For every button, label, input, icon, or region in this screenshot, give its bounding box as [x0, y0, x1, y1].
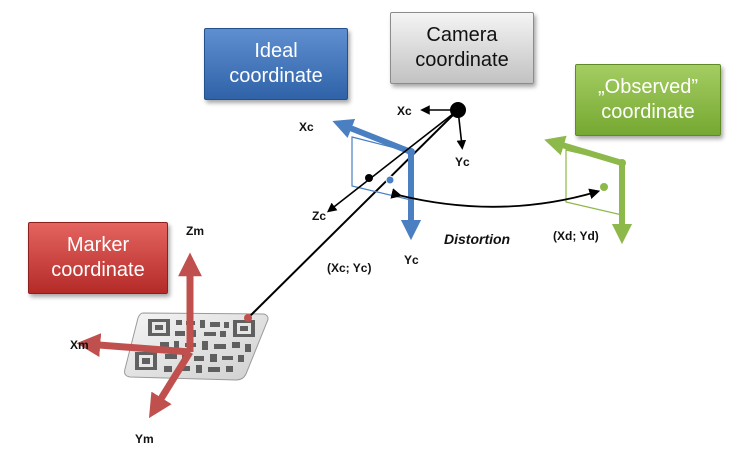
- observed-box-line1: „Observed”: [597, 76, 699, 98]
- ym-label: Ym: [135, 432, 154, 446]
- marker-xm-axis: [76, 333, 191, 357]
- marker-box-line2: coordinate: [51, 259, 145, 281]
- camera-coordinate-box: Camera coordinate: [390, 12, 534, 84]
- camera-box-line2: coordinate: [415, 49, 509, 71]
- principal-point: [365, 174, 373, 182]
- marker-origin-point: [244, 314, 252, 322]
- marker-box-line1: Marker: [66, 234, 130, 256]
- observed-x-axis: [544, 135, 623, 166]
- ideal-box-line2: coordinate: [229, 65, 323, 87]
- xc-yc-point-label: (Xc; Yc): [327, 261, 371, 275]
- camera-center-point: [450, 102, 466, 118]
- camera-frame: [326, 102, 467, 213]
- xm-label: Xm: [70, 338, 89, 352]
- ideal-yc-label: Yc: [404, 253, 419, 267]
- observed-point-xd-yd: [600, 183, 608, 191]
- camera-zc-axis: [326, 109, 459, 213]
- distortion-arrow: [390, 188, 601, 208]
- ideal-xc-axis: [332, 119, 413, 155]
- ideal-coordinate-box: Ideal coordinate: [204, 28, 348, 100]
- observed-frame: [544, 135, 633, 245]
- ideal-origin-point: [407, 148, 415, 156]
- xd-yd-point-label: (Xd; Yd): [553, 229, 599, 243]
- marker-axes: [76, 252, 202, 419]
- observed-origin-point: [618, 159, 626, 167]
- zm-label: Zm: [186, 224, 204, 238]
- marker-coordinate-box: Marker coordinate: [28, 222, 168, 294]
- camera-box-line1: Camera: [426, 24, 498, 46]
- marker-ym-axis: [148, 350, 193, 419]
- zc-label: Zc: [312, 209, 326, 223]
- observed-box-line2: coordinate: [601, 101, 695, 123]
- observed-coordinate-box: „Observed” coordinate: [575, 64, 721, 136]
- ideal-point-xc-yc: [385, 175, 395, 185]
- distortion-label: Distortion: [444, 231, 510, 247]
- camera-yc-label: Yc: [455, 155, 470, 169]
- ideal-xc-label: Xc: [299, 120, 314, 134]
- projection-line: [247, 109, 459, 319]
- qr-marker: [124, 312, 269, 381]
- ideal-box-line1: Ideal: [254, 40, 298, 62]
- camera-xc-label: Xc: [397, 104, 412, 118]
